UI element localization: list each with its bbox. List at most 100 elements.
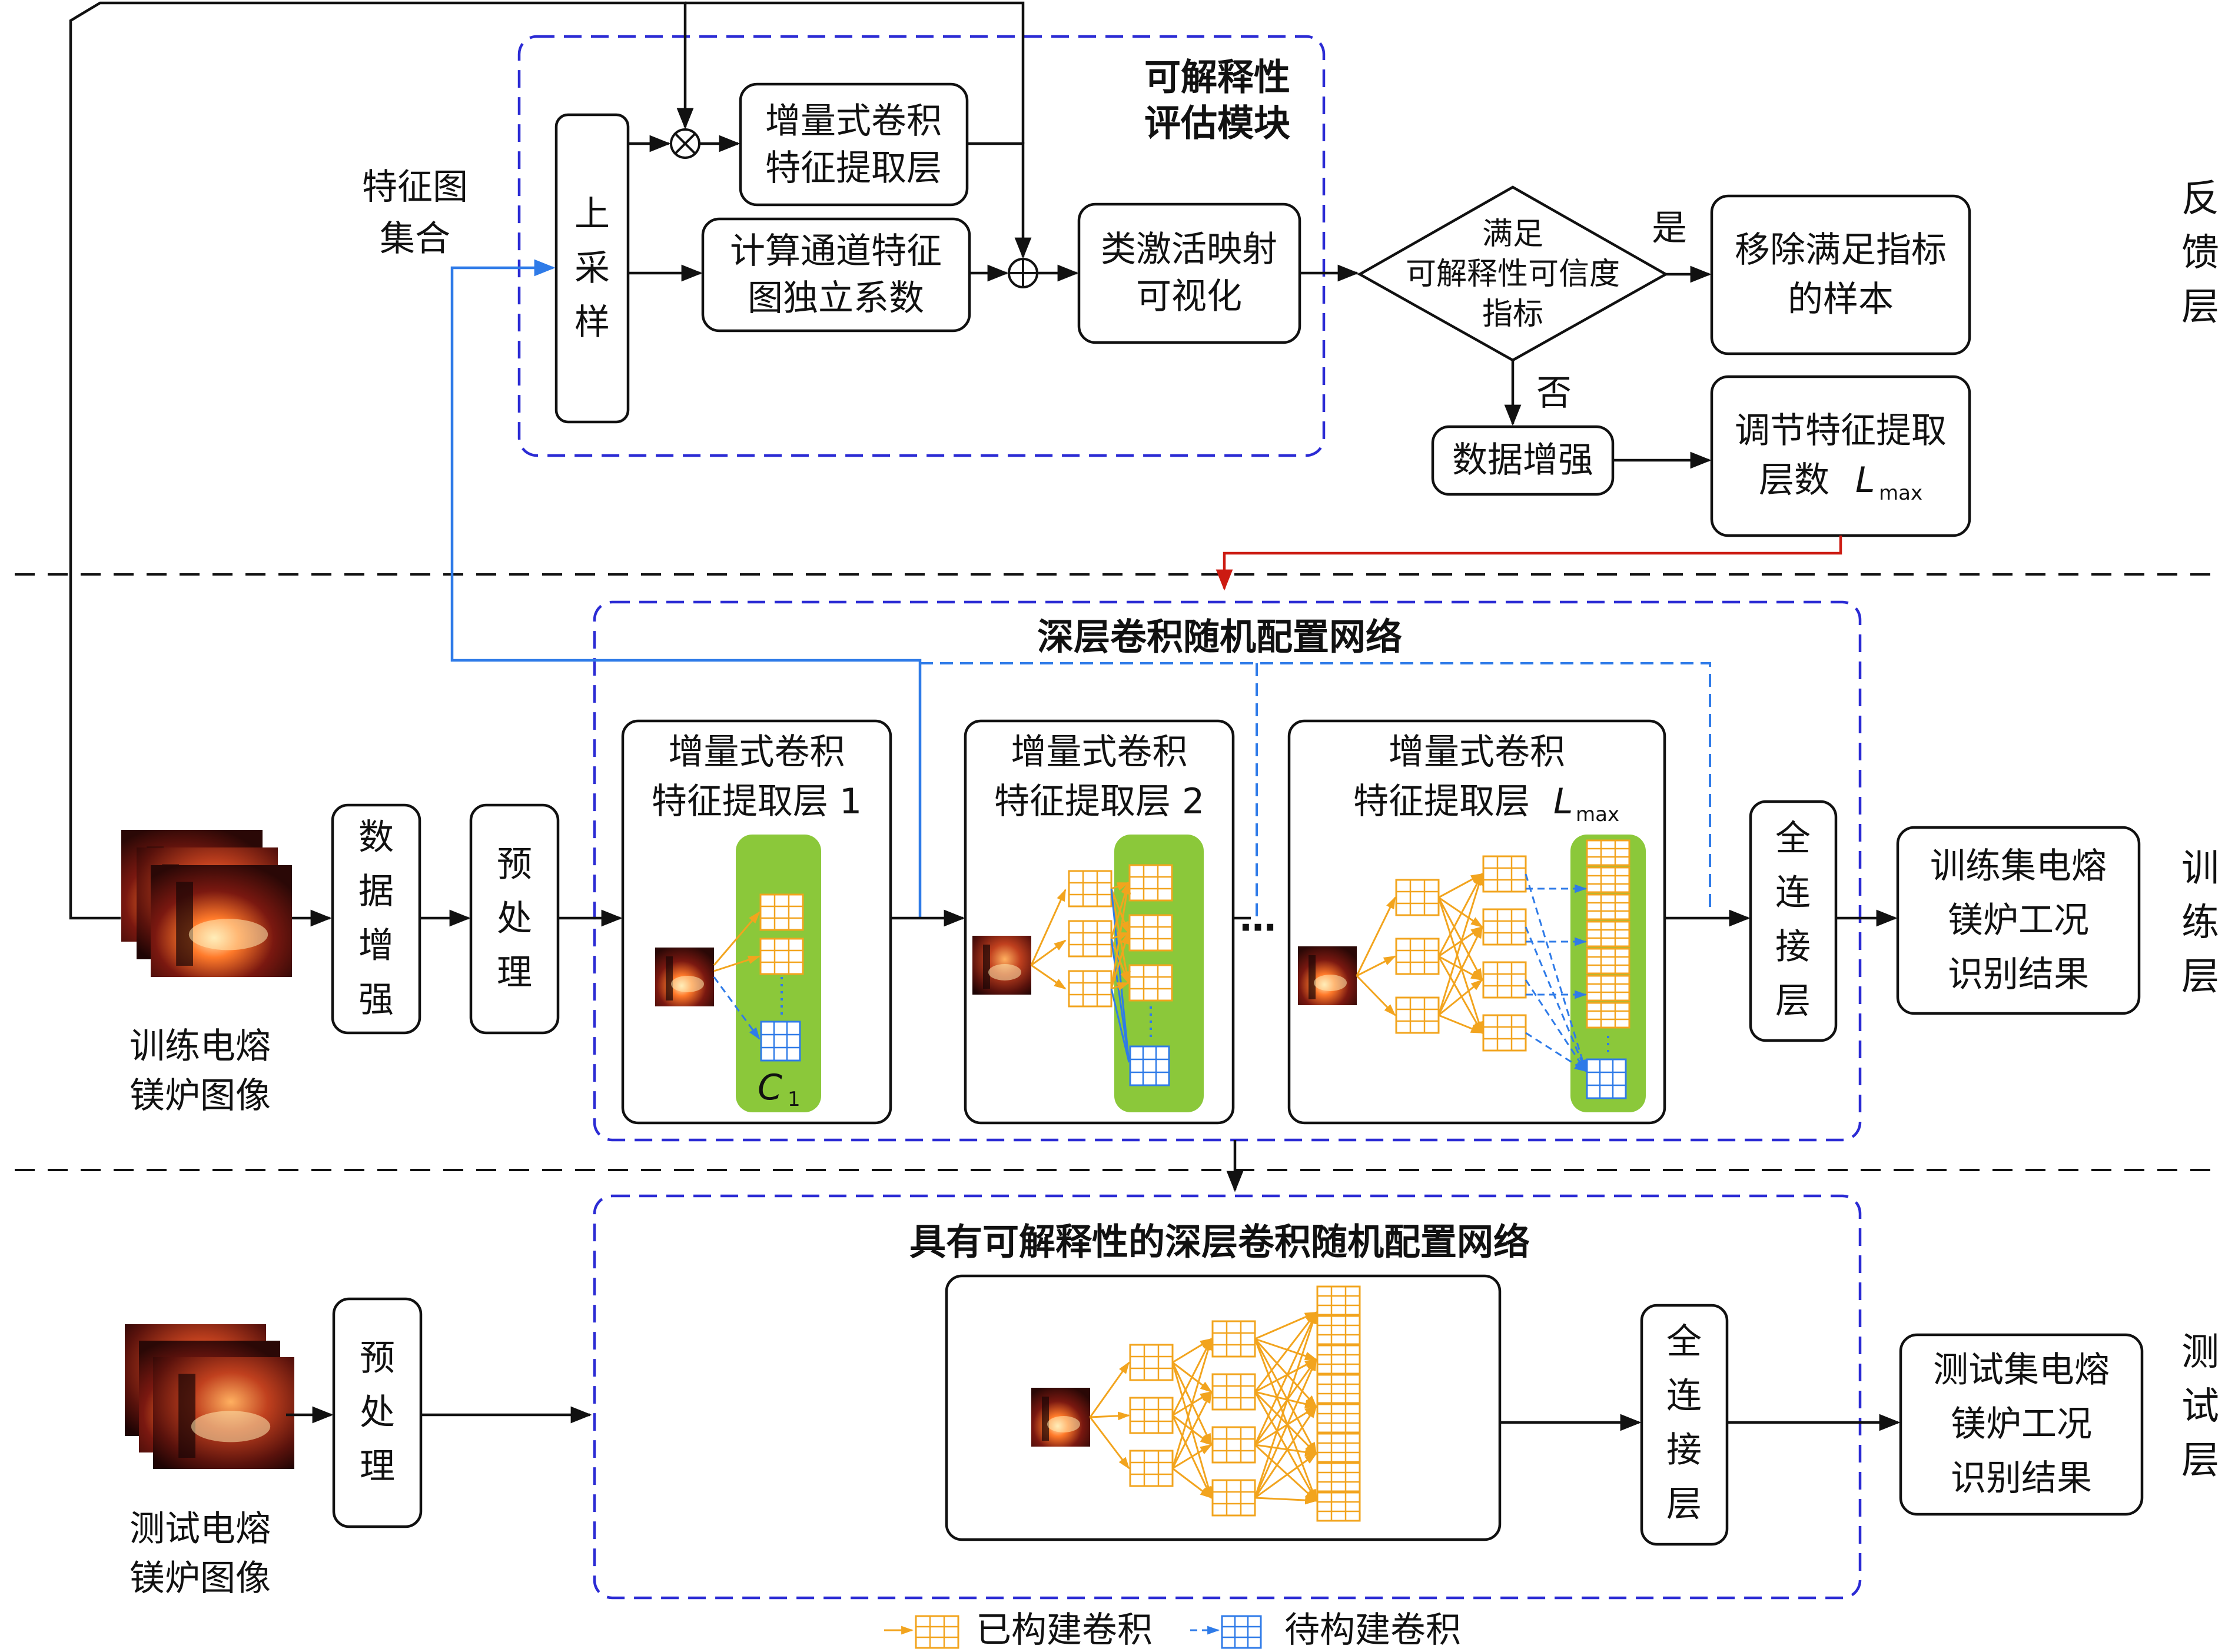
layer2-built-conv-1 xyxy=(1128,864,1173,902)
layer1-pending-conv xyxy=(760,1021,801,1062)
testing-layer-label-line: 测 xyxy=(2181,1331,2219,1374)
fc-test-label-line: 全 xyxy=(1666,1321,1702,1362)
layer2-middle-conv-3 xyxy=(1068,970,1112,1008)
upsample-label: 上采样 xyxy=(574,194,610,343)
preprocess-test-label-line: 理 xyxy=(360,1446,395,1487)
test-stack-link xyxy=(1254,1444,1318,1457)
training-layer-label-line: 练 xyxy=(2181,901,2219,945)
testing-layer-label-line: 试 xyxy=(2181,1385,2219,1428)
upsample-label-line: 样 xyxy=(574,302,610,343)
layerL-pending-conv xyxy=(1586,1058,1627,1099)
layer2-input-link xyxy=(1030,889,1067,966)
adjust-layers-box xyxy=(1710,375,1971,537)
layer2-built-link xyxy=(1110,931,1130,989)
data-augment-mid-label-line: 据 xyxy=(358,871,394,912)
test-conv-b-3 xyxy=(1211,1426,1256,1464)
layerL-built-link xyxy=(1437,926,1483,1016)
cam-visualization-label-line: 可视化 xyxy=(1136,276,1242,317)
preprocess-test-box xyxy=(332,1297,423,1528)
adjust-layers-line: 调节特征提取 xyxy=(1735,410,1947,451)
preprocess-train-label-line: 理 xyxy=(497,952,532,993)
layer1-built-link xyxy=(713,911,761,966)
layerL-pending-link xyxy=(1525,873,1587,1073)
layerL-input-link xyxy=(1356,896,1396,976)
legend-pending-icon xyxy=(1221,1615,1262,1649)
testing-layer-label-line: 层 xyxy=(2181,1439,2219,1483)
layerL-pending-link xyxy=(1525,979,1587,1072)
test-stack-link xyxy=(1254,1338,1317,1408)
layer1-pending-link xyxy=(713,976,761,1040)
training-images-label-line: 训练电熔 xyxy=(129,1026,271,1067)
layer1-built-link xyxy=(713,955,761,972)
feature-layer-1-box-label-line: 增量式卷积 xyxy=(669,732,845,773)
interpretability-module-title-line: 可解释性 xyxy=(1144,56,1290,99)
layer2-pending-link xyxy=(1110,888,1130,1063)
test-stack-link xyxy=(1254,1391,1318,1408)
training-image-front xyxy=(151,865,292,977)
c1-symbol: C xyxy=(758,1067,782,1108)
legend-pending-label: 待构建卷积 xyxy=(1284,1610,1461,1650)
test-conv-stack-3 xyxy=(1316,1344,1361,1375)
feature-map-set-label-line: 集合 xyxy=(380,218,450,260)
test-conv-stack-7 xyxy=(1316,1462,1361,1493)
fc-train-label-line: 连 xyxy=(1775,872,1811,913)
layerL-built-link xyxy=(1437,897,1483,1034)
layer1-built-conv-2 xyxy=(759,938,804,975)
layer2-built-conv-3 xyxy=(1128,964,1173,1002)
test-images-label-line: 测试电熔 xyxy=(129,1508,271,1550)
lmax-symbol: L xyxy=(1855,460,1875,501)
fc-train-label-line: 全 xyxy=(1775,818,1811,859)
channel-coefficient-label-line: 图独立系数 xyxy=(748,278,924,319)
layer2-built-link xyxy=(1111,982,1130,991)
test-conv-b-1 xyxy=(1211,1320,1256,1358)
adjust-layers-line: 层数 xyxy=(1759,460,1829,501)
test-conv-stack-1 xyxy=(1316,1285,1361,1316)
test-conv-stack-4 xyxy=(1316,1374,1361,1404)
layerL-pending-link xyxy=(1525,926,1587,1072)
channel-coefficient-label-line: 计算通道特征 xyxy=(730,231,942,272)
layerL-conv-a-3 xyxy=(1395,996,1440,1034)
layerL-built-link xyxy=(1437,897,1483,981)
cam-visualization-label-line: 类激活映射 xyxy=(1101,229,1277,270)
layerL-conv-b-1 xyxy=(1482,855,1527,893)
train-result-box xyxy=(1896,826,2141,1015)
test-input-link xyxy=(1090,1411,1131,1421)
test-built-link xyxy=(1172,1467,1213,1499)
incremental-conv-extract-label-line: 增量式卷积 xyxy=(765,101,942,142)
test-stack-link xyxy=(1254,1358,1317,1393)
test-result-label-line: 识别结果 xyxy=(1951,1458,2092,1499)
test-stack-link xyxy=(1254,1391,1317,1502)
training-layer-label-line: 训 xyxy=(2181,847,2219,890)
test-network-input-image xyxy=(1031,1388,1090,1447)
preprocess-test-label-line: 处 xyxy=(360,1392,395,1433)
ellipsis-label: … xyxy=(1240,897,1276,940)
remove-samples-box xyxy=(1710,194,1971,355)
test-stack-link xyxy=(1254,1405,1317,1446)
layer2-input-image xyxy=(972,936,1031,995)
test-conv-a-3 xyxy=(1129,1450,1174,1487)
test-built-link xyxy=(1171,1391,1213,1469)
interpretable-network-border xyxy=(593,1194,1862,1600)
layer2-middle-conv-1 xyxy=(1068,870,1112,908)
interpretability-module-title-line: 评估模块 xyxy=(1144,102,1290,145)
test-stack-link xyxy=(1254,1311,1317,1498)
layerL-conv-b-4 xyxy=(1482,1014,1527,1052)
feature-layer-lmax-box-line: 特征提取层 xyxy=(1353,781,1530,822)
test-built-link xyxy=(1172,1444,1213,1470)
layerL-built-link xyxy=(1438,1014,1483,1034)
interpretability-decision-label-line: 满足 xyxy=(1482,217,1543,252)
test-stack-link xyxy=(1254,1495,1318,1505)
layerL-built-link xyxy=(1438,955,1483,981)
c1-subscript: 1 xyxy=(788,1088,801,1111)
test-image-front xyxy=(153,1357,294,1469)
layerL-input-link xyxy=(1356,975,1396,1016)
test-stack-link xyxy=(1254,1338,1317,1361)
